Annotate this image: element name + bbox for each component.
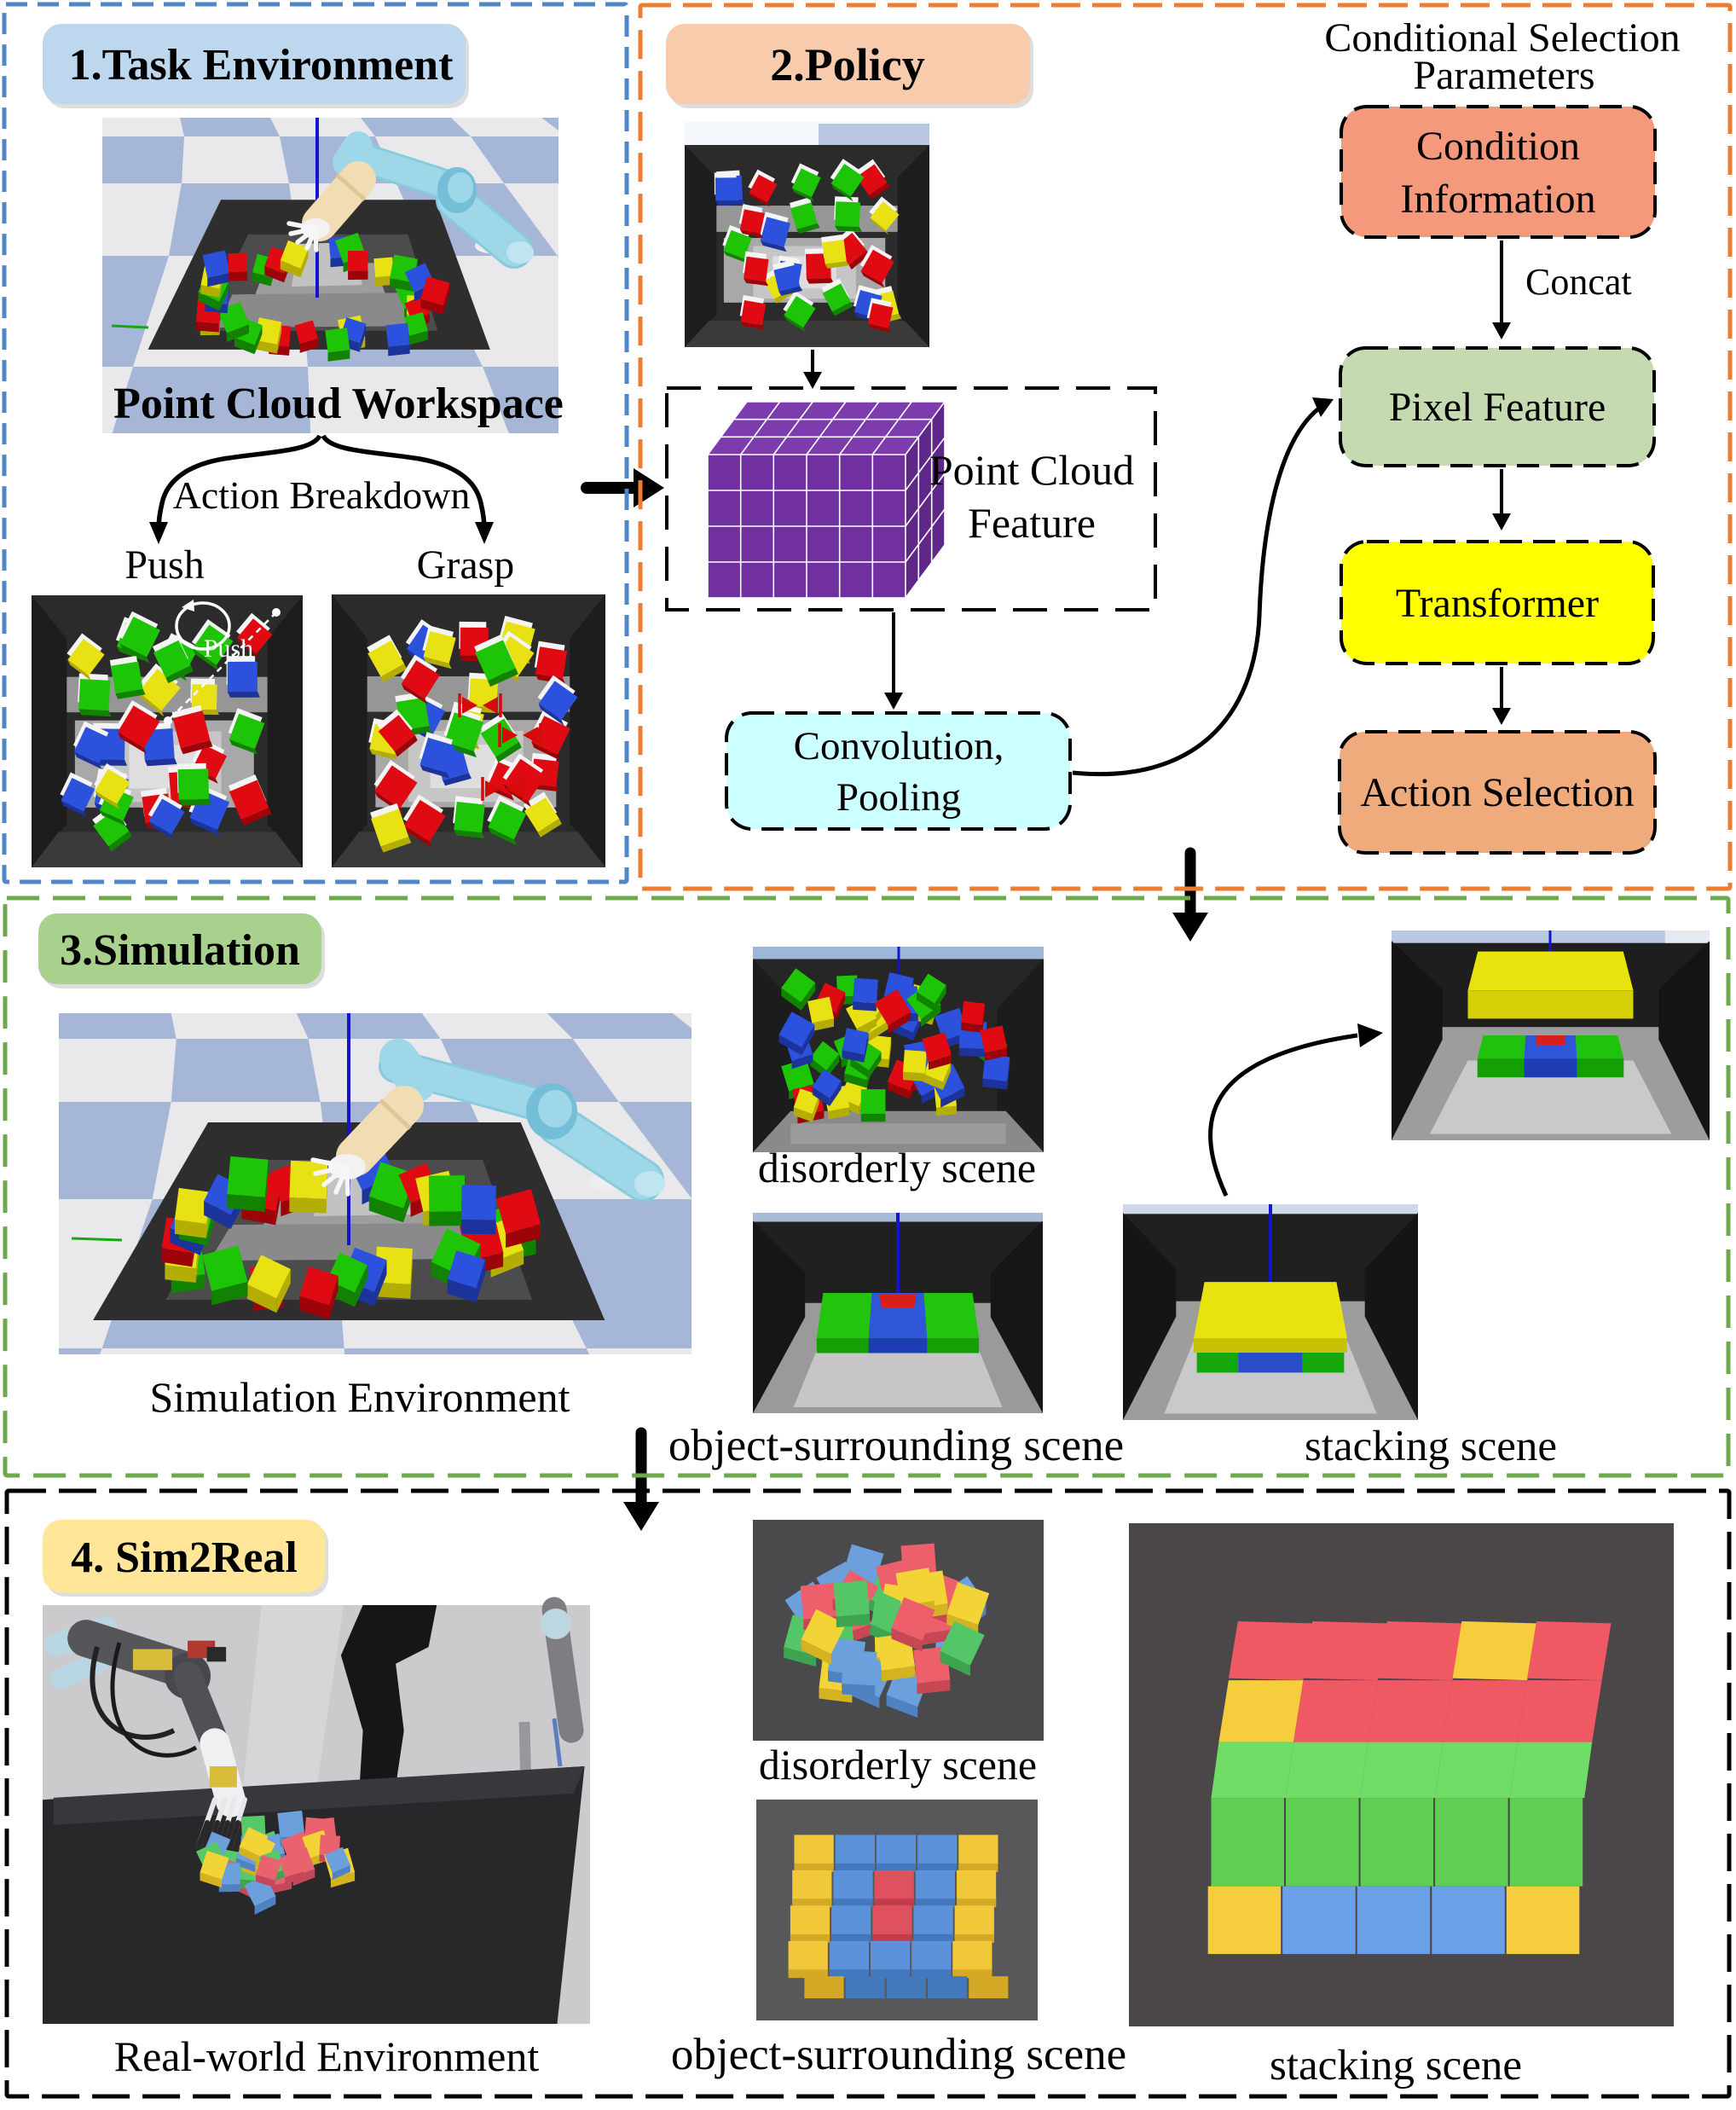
svg-text:stacking scene: stacking scene <box>1270 2042 1522 2090</box>
svg-text:Simulation Environment: Simulation Environment <box>149 1373 570 1421</box>
svg-text:Convolution,: Convolution, <box>794 724 1004 768</box>
svg-text:Action Selection: Action Selection <box>1360 770 1634 815</box>
svg-text:3.Simulation: 3.Simulation <box>60 926 300 975</box>
svg-text:object-surrounding scene: object-surrounding scene <box>668 1421 1124 1470</box>
svg-text:Real-world Environment: Real-world Environment <box>114 2032 540 2080</box>
svg-text:Point Cloud: Point Cloud <box>929 446 1134 494</box>
svg-text:Pooling: Pooling <box>836 775 961 820</box>
svg-text:Transformer: Transformer <box>1396 581 1599 626</box>
svg-text:Pixel Feature: Pixel Feature <box>1389 385 1606 430</box>
svg-text:Condition: Condition <box>1416 124 1580 169</box>
svg-text:Push: Push <box>204 635 253 663</box>
svg-text:stacking scene: stacking scene <box>1305 1423 1557 1470</box>
svg-text:Parameters: Parameters <box>1413 53 1594 98</box>
svg-text:Action Breakdown: Action Breakdown <box>173 473 471 517</box>
svg-text:4. Sim2Real: 4. Sim2Real <box>71 1533 298 1582</box>
svg-text:Point Cloud Workspace: Point Cloud Workspace <box>113 380 564 428</box>
svg-text:Concat: Concat <box>1525 261 1632 303</box>
svg-text:Conditional Selection: Conditional Selection <box>1324 15 1680 61</box>
svg-text:1.Task Environment: 1.Task Environment <box>69 41 454 90</box>
svg-text:object-surrounding scene: object-surrounding scene <box>671 2030 1126 2079</box>
svg-text:disorderly scene: disorderly scene <box>759 1741 1037 1788</box>
svg-text:2.Policy: 2.Policy <box>770 39 924 90</box>
svg-text:Push: Push <box>124 542 204 588</box>
svg-text:Information: Information <box>1400 177 1595 222</box>
svg-text:Feature: Feature <box>968 499 1096 547</box>
svg-text:disorderly scene: disorderly scene <box>758 1144 1036 1191</box>
svg-text:Grasp: Grasp <box>417 542 515 588</box>
